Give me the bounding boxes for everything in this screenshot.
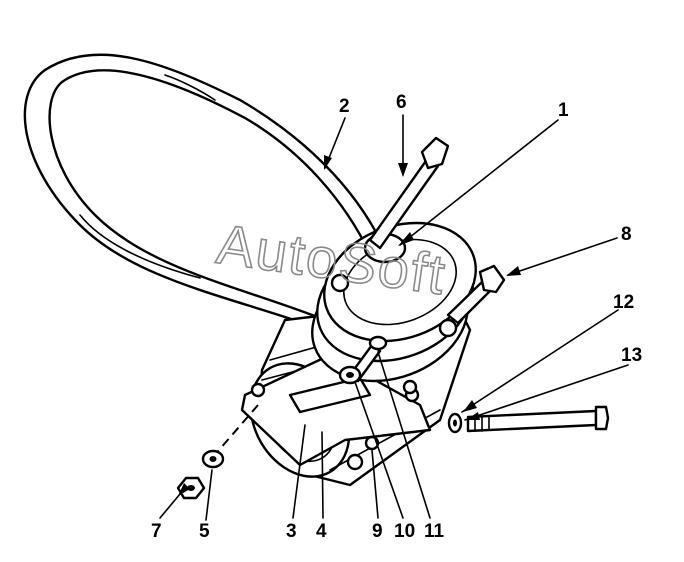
callout-1: 1 <box>558 100 569 121</box>
callout-13: 13 <box>621 345 642 366</box>
assembly-line <box>212 404 259 458</box>
leader-lines <box>159 114 629 521</box>
callout-9: 9 <box>372 521 383 542</box>
bolt-8 <box>446 264 506 325</box>
callout-3: 3 <box>286 521 297 542</box>
washer-10 <box>338 365 362 385</box>
bolt-6 <box>368 136 450 250</box>
callout-labels: 1 2 6 8 12 13 3 4 9 10 11 5 7 <box>151 92 642 542</box>
washer-5 <box>201 449 225 469</box>
callout-8: 8 <box>621 224 632 245</box>
callout-5: 5 <box>199 521 210 542</box>
washer-12 <box>447 412 463 434</box>
callout-6: 6 <box>396 92 407 113</box>
callout-12: 12 <box>613 292 634 313</box>
callout-11: 11 <box>424 521 445 542</box>
leader-arrowheads <box>178 155 521 496</box>
callout-7: 7 <box>151 521 162 542</box>
bolt-13 <box>466 405 610 433</box>
callout-2: 2 <box>339 96 350 117</box>
nut-7 <box>176 476 206 500</box>
compressor-head <box>311 221 477 395</box>
callout-4: 4 <box>316 521 327 542</box>
callout-10: 10 <box>394 521 415 542</box>
drive-belt <box>23 53 387 337</box>
